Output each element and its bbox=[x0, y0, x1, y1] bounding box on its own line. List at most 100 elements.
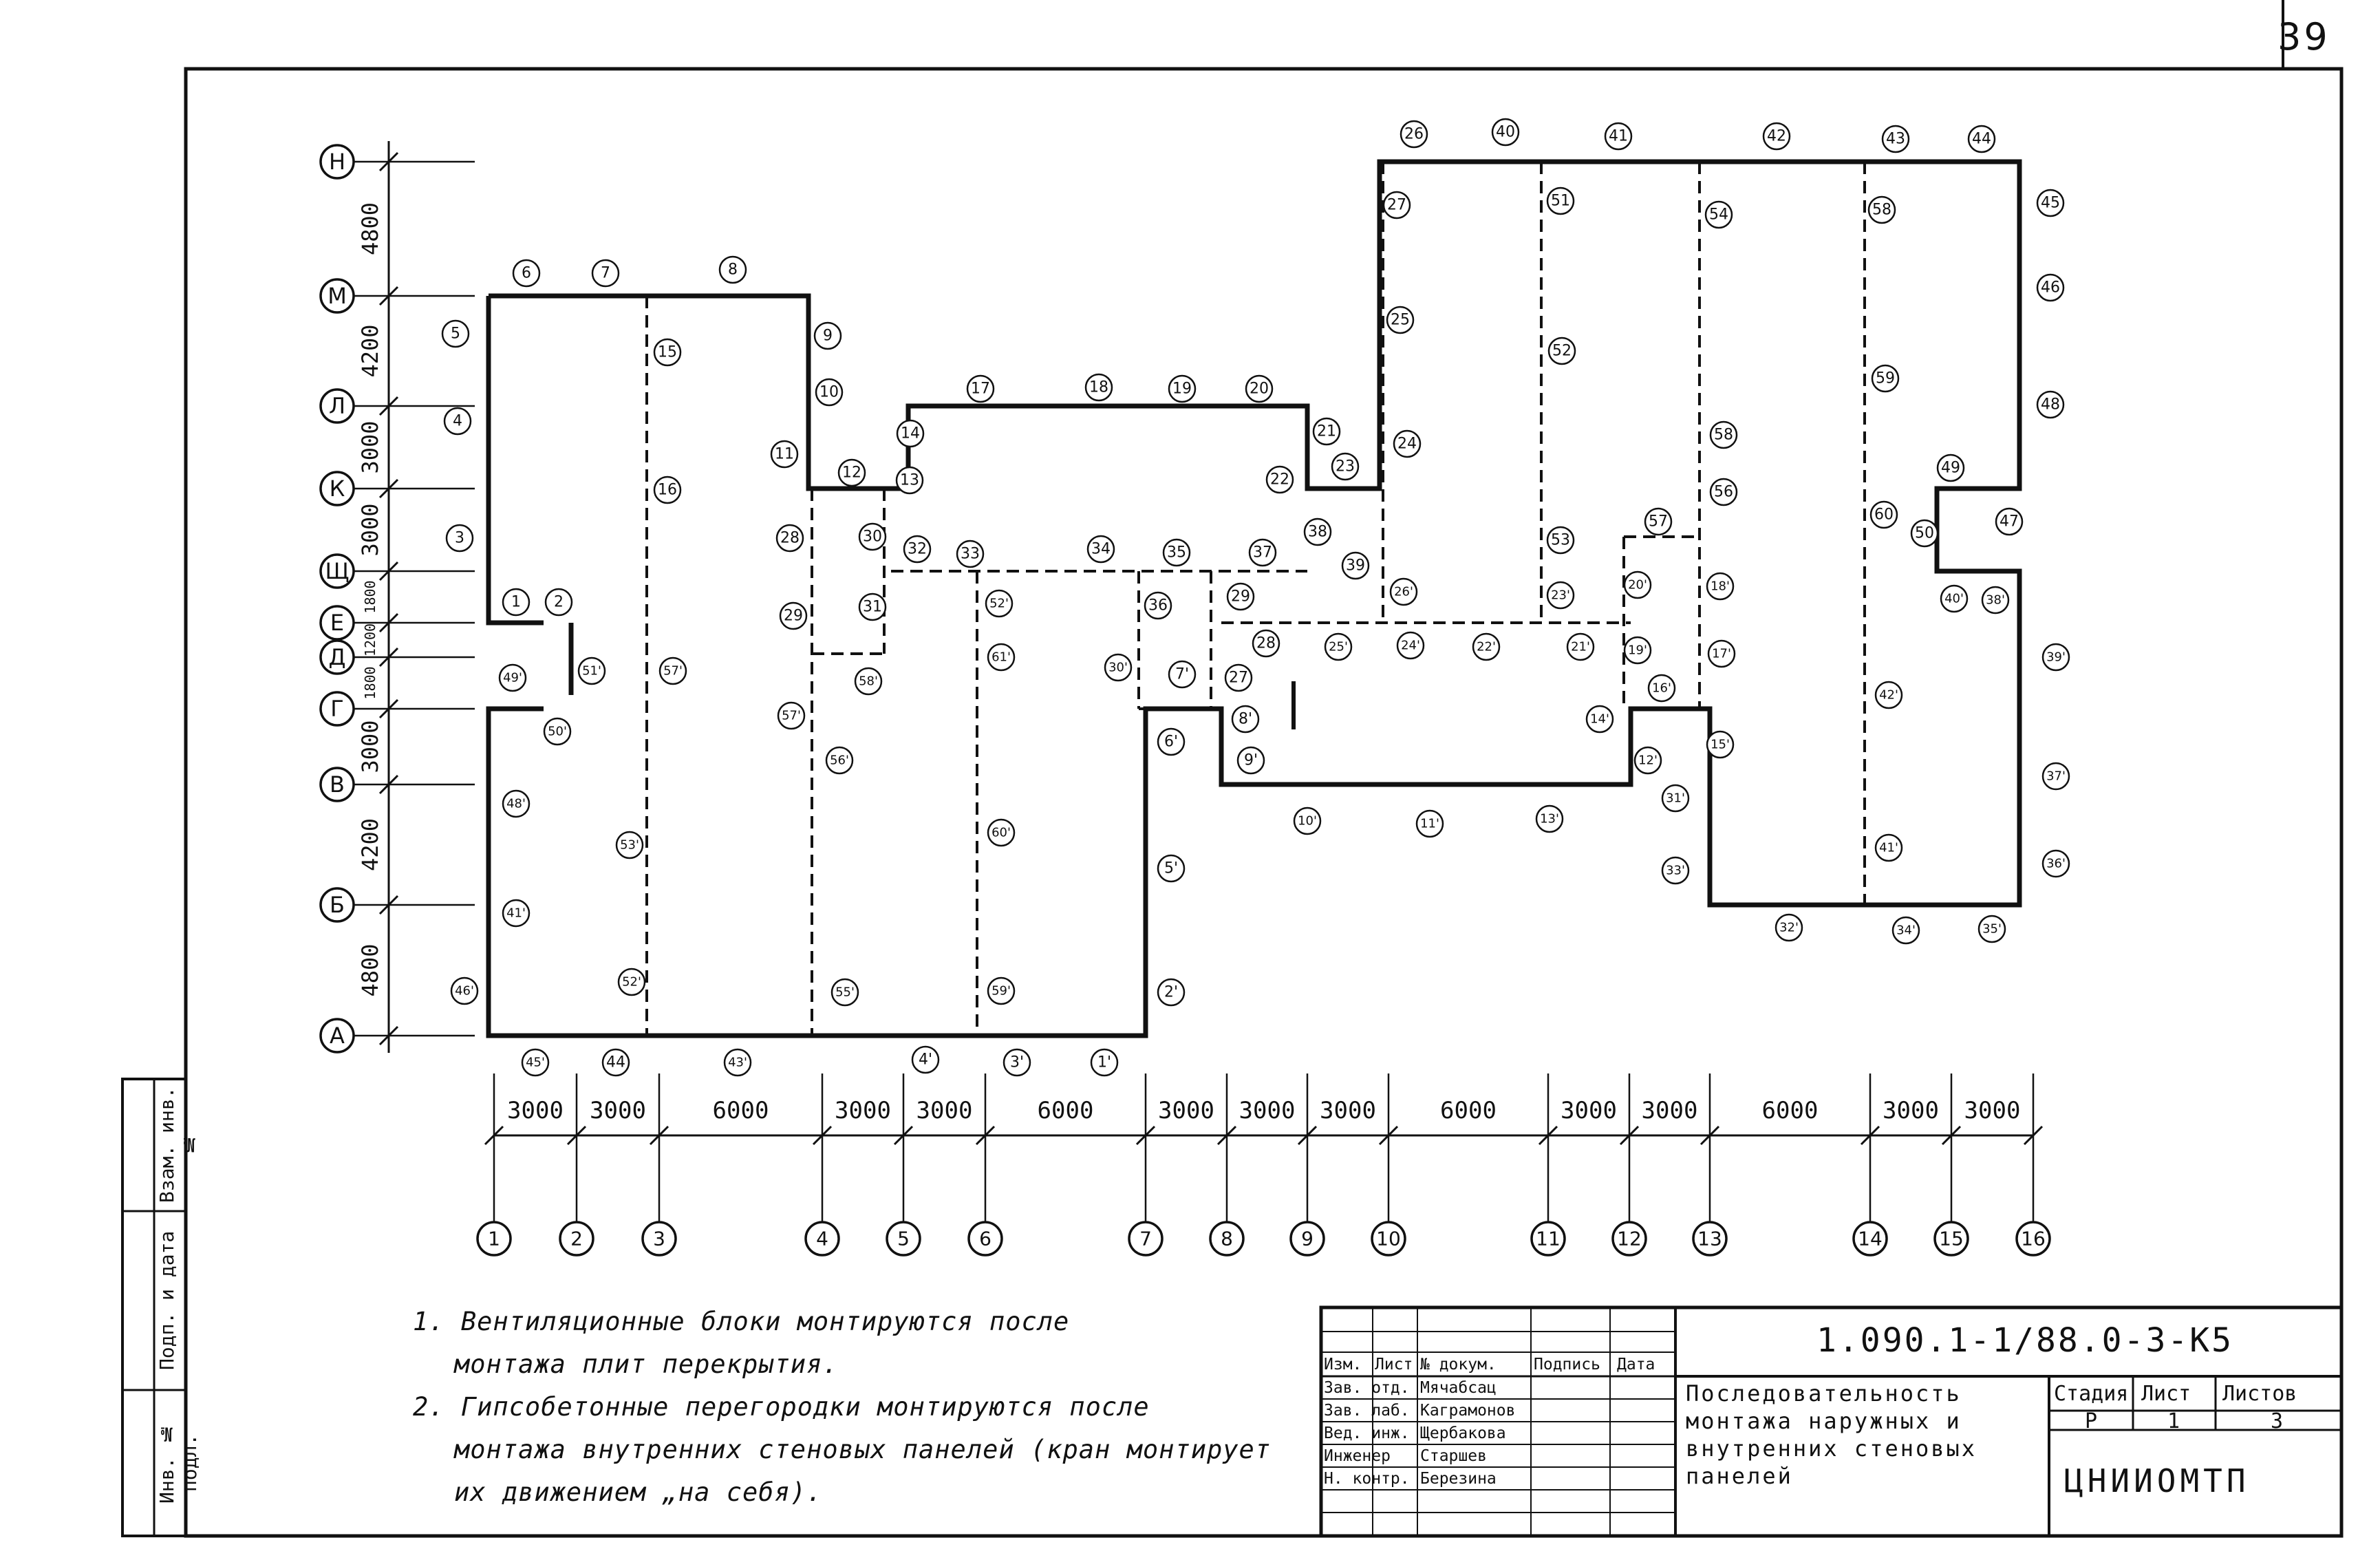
panel-mark-label: 3 bbox=[455, 530, 464, 547]
col-axis-label: 4 bbox=[816, 1228, 828, 1250]
panel-mark-circle bbox=[1940, 584, 1969, 613]
dim-tick bbox=[378, 774, 399, 795]
dim-tick bbox=[378, 286, 399, 306]
panel-mark-label: 4' bbox=[919, 1051, 932, 1069]
panel-mark-label: 7' bbox=[1175, 666, 1189, 683]
panel-mark-label: 39' bbox=[2046, 650, 2066, 665]
col-axis-bubble bbox=[2015, 1221, 2051, 1257]
panel-mark-label: 2' bbox=[1164, 984, 1178, 1001]
col-dimension: 3000 bbox=[1561, 1097, 1617, 1124]
panel-mark-label: 3' bbox=[1010, 1054, 1024, 1071]
panel-mark-label: 39 bbox=[1346, 557, 1365, 575]
col-axis-bubble bbox=[967, 1221, 1003, 1257]
panel-mark-circle bbox=[1168, 374, 1197, 403]
stamp-replace-inv: Взам. инв. № bbox=[156, 1087, 201, 1204]
panel-mark-label: 46 bbox=[2041, 279, 2060, 297]
panel-mark-label: 56 bbox=[1714, 484, 1733, 501]
panel-mark-circle bbox=[544, 588, 573, 617]
panel-mark-label: 1 bbox=[511, 594, 521, 611]
role: Зав. отд. bbox=[1324, 1379, 1410, 1397]
row-axis-label: А bbox=[330, 1023, 345, 1049]
panel-mark-circle bbox=[1303, 517, 1332, 546]
sheet-number: 39 bbox=[2277, 15, 2330, 58]
panel-mark-circle bbox=[837, 458, 866, 487]
panel-mark-label: 1' bbox=[1097, 1054, 1111, 1071]
col-dimension: 6000 bbox=[1440, 1097, 1497, 1124]
panel-mark-label: 29 bbox=[784, 608, 803, 625]
dim-tick bbox=[1860, 1125, 1880, 1146]
panel-mark-circle bbox=[1224, 663, 1253, 692]
col-axis-label: 10 bbox=[1376, 1228, 1401, 1250]
row-dimension: 1800 bbox=[362, 580, 378, 613]
panel-mark-label: 55' bbox=[835, 985, 855, 1000]
panel-mark-label: 51 bbox=[1551, 193, 1570, 210]
panel-mark-circle bbox=[2036, 273, 2065, 302]
panel-mark-circle bbox=[1867, 195, 1896, 224]
panel-mark-circle bbox=[1869, 500, 1898, 529]
panel-mark-circle bbox=[1084, 373, 1113, 402]
col-axis-label: 5 bbox=[897, 1228, 910, 1250]
col-dimension: 3000 bbox=[590, 1097, 646, 1124]
title-block-grid bbox=[1319, 1305, 2344, 1538]
stamp-sign-date: Подп. и дата bbox=[156, 1230, 178, 1371]
col-axis-label: 7 bbox=[1139, 1228, 1152, 1250]
panel-mark-circle bbox=[1546, 186, 1575, 215]
panel-mark-label: 32 bbox=[908, 541, 927, 558]
col-axis-bubble bbox=[1933, 1221, 1969, 1257]
hdr-date: Дата bbox=[1617, 1356, 1655, 1374]
panel-mark-label: 21' bbox=[1571, 640, 1590, 654]
panel-mark-circle bbox=[1891, 916, 1920, 945]
drawing-title: Последовательность монтажа наружных и вн… bbox=[1686, 1380, 1977, 1489]
panel-mark-circle bbox=[498, 663, 527, 692]
panel-mark-circle bbox=[615, 831, 644, 859]
panel-mark-circle bbox=[443, 407, 472, 436]
dim-tick bbox=[378, 561, 399, 581]
panel-mark-circle bbox=[1707, 639, 1736, 668]
panel-mark-label: 18 bbox=[1089, 379, 1108, 396]
panel-mark-circle bbox=[858, 592, 887, 621]
panel-mark-circle bbox=[1566, 632, 1595, 661]
panel-mark-label: 11' bbox=[1420, 817, 1439, 831]
panel-mark-circle bbox=[512, 259, 541, 288]
panel-mark-circle bbox=[1162, 538, 1191, 567]
panel-mark-label: 54 bbox=[1709, 206, 1728, 224]
panel-mark-label: 12' bbox=[1638, 754, 1658, 768]
col-axis-bubble bbox=[886, 1221, 921, 1257]
panel-mark-circle bbox=[1546, 526, 1575, 555]
panel-mark-circle bbox=[813, 321, 842, 350]
panel-mark-circle bbox=[1144, 591, 1172, 620]
panel-mark-circle bbox=[985, 589, 1014, 618]
row-dimension: 4800 bbox=[357, 202, 383, 255]
panel-mark-circle bbox=[1977, 915, 2006, 943]
panel-mark-label: 25 bbox=[1391, 312, 1410, 329]
note-line: монтажа плит перекрытия. bbox=[454, 1349, 839, 1379]
row-axis-label: Щ bbox=[325, 558, 350, 584]
panel-mark-label: 45' bbox=[526, 1056, 545, 1070]
panel-mark-label: 38' bbox=[1986, 593, 2005, 608]
person: Старшев bbox=[1420, 1447, 1487, 1465]
panel-mark-circle bbox=[577, 656, 606, 685]
panel-mark-circle bbox=[543, 717, 572, 746]
panel-mark-label: 5' bbox=[1164, 860, 1178, 877]
role: Зав. лаб. bbox=[1324, 1402, 1410, 1420]
panel-mark-circle bbox=[854, 667, 883, 696]
panel-mark-label: 41' bbox=[506, 906, 526, 921]
panel-mark-label: 12 bbox=[842, 464, 861, 482]
panel-mark-circle bbox=[502, 789, 530, 818]
panel-mark-label: 57' bbox=[782, 709, 801, 723]
panel-mark-label: 22 bbox=[1270, 471, 1289, 489]
panel-mark-label: 41' bbox=[1879, 841, 1898, 855]
hdr-change: Изм. bbox=[1324, 1356, 1362, 1374]
panel-mark-label: 37 bbox=[1253, 544, 1272, 562]
col-axis-bubble bbox=[641, 1221, 677, 1257]
panel-mark-label: 31 bbox=[863, 599, 882, 616]
col-axis-bubble bbox=[1289, 1221, 1325, 1257]
panel-mark-circle bbox=[1086, 535, 1115, 564]
panel-mark-label: 30' bbox=[1108, 661, 1128, 675]
panel-mark-circle bbox=[1881, 125, 1910, 153]
panel-mark-circle bbox=[895, 466, 924, 495]
col-axis-label: 14 bbox=[1858, 1228, 1883, 1250]
panel-mark-circle bbox=[1762, 122, 1791, 151]
